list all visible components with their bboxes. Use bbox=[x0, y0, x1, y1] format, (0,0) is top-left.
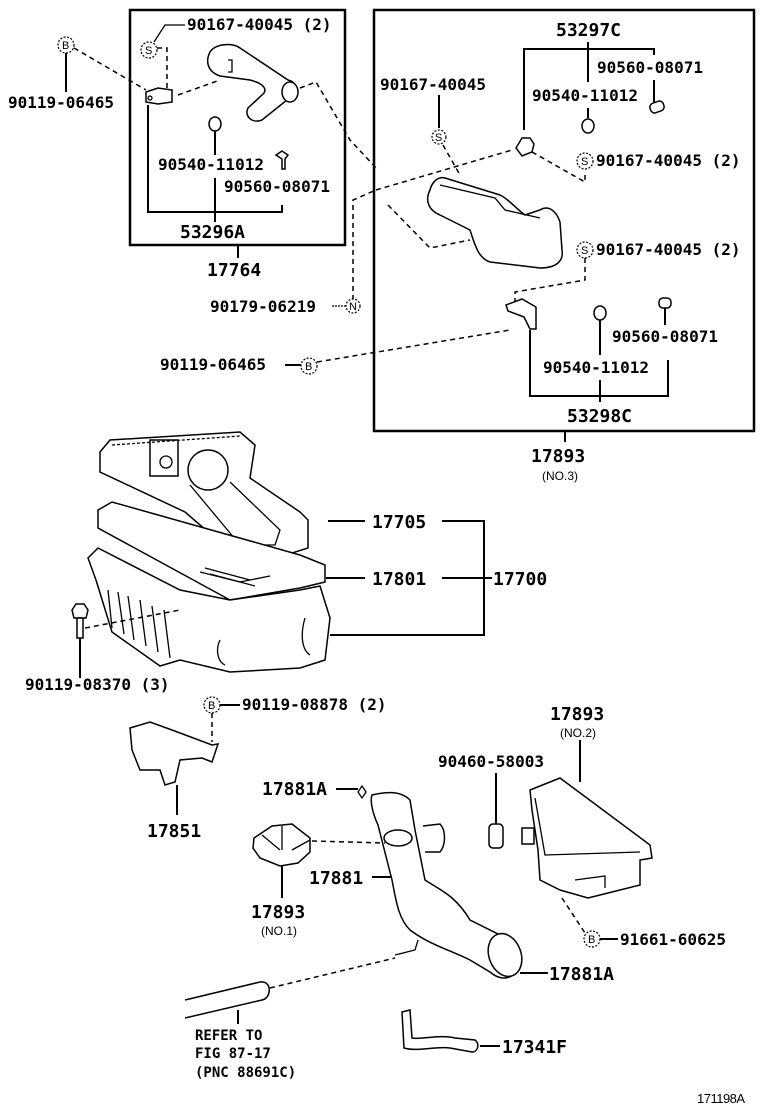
vacuum-hose-part bbox=[401, 1009, 479, 1053]
bolt-symbol: B bbox=[583, 930, 601, 948]
note-no1: (NO.1) bbox=[261, 924, 297, 938]
label-90167-40045-left[interactable]: 90167-40045 bbox=[380, 75, 486, 94]
label-90560-08071-lower[interactable]: 90560-08071 bbox=[612, 327, 718, 346]
label-90167-40045-2-b[interactable]: 90167-40045 (2) bbox=[596, 240, 741, 259]
grommet-part bbox=[208, 116, 222, 132]
resonator-no3-part bbox=[427, 176, 563, 269]
label-17801[interactable]: 17801 bbox=[372, 569, 426, 590]
bolt-symbol: B bbox=[203, 696, 221, 714]
grommet-part-lower bbox=[593, 305, 607, 321]
label-53296A[interactable]: 53296A bbox=[180, 222, 245, 243]
label-90540-11012[interactable]: 90540-11012 bbox=[158, 155, 264, 174]
label-91661-60625[interactable]: 91661-60625 bbox=[620, 930, 726, 949]
screw-symbol: S bbox=[140, 41, 158, 59]
nut-symbol: N bbox=[345, 298, 361, 314]
svg-text:S: S bbox=[581, 156, 588, 168]
svg-text:S: S bbox=[435, 132, 442, 144]
screw-symbol: S bbox=[576, 241, 594, 259]
label-53297C[interactable]: 53297C bbox=[556, 20, 621, 41]
label-17700[interactable]: 17700 bbox=[493, 569, 547, 590]
bolt-part bbox=[71, 603, 89, 639]
svg-text:S: S bbox=[581, 245, 588, 257]
label-17764[interactable]: 17764 bbox=[207, 260, 261, 281]
note-no3: (NO.3) bbox=[542, 469, 578, 483]
label-53298C[interactable]: 53298C bbox=[567, 406, 632, 427]
svg-text:B: B bbox=[588, 934, 595, 946]
svg-text:B: B bbox=[62, 40, 69, 52]
label-17881A-upper[interactable]: 17881A bbox=[262, 779, 327, 800]
resonator-no2-part bbox=[521, 777, 653, 899]
label-17705[interactable]: 17705 bbox=[372, 512, 426, 533]
grommet-part-upper bbox=[581, 118, 595, 134]
label-17893-no2[interactable]: 17893 bbox=[550, 704, 604, 725]
grommet-part-intake bbox=[488, 823, 504, 849]
clamp-upper-part bbox=[357, 784, 367, 800]
ref-note-line3: (PNC 88691C) bbox=[195, 1065, 296, 1081]
label-90119-06465[interactable]: 90119-06465 bbox=[8, 93, 114, 112]
label-17341F[interactable]: 17341F bbox=[502, 1037, 567, 1058]
label-90179-06219[interactable]: 90179-06219 bbox=[210, 297, 316, 316]
ref-note-line1: REFER TO bbox=[195, 1028, 262, 1044]
svg-text:B: B bbox=[305, 361, 312, 373]
collar-part bbox=[274, 150, 290, 170]
label-90119-06465-b[interactable]: 90119-06465 bbox=[160, 355, 266, 374]
figure-code: 171198A bbox=[697, 1091, 745, 1106]
ref-note-line2: FIG 87-17 bbox=[195, 1046, 271, 1062]
reference-hose-part bbox=[184, 981, 270, 1019]
label-90560-08071[interactable]: 90560-08071 bbox=[224, 177, 330, 196]
label-17893-no1[interactable]: 17893 bbox=[251, 902, 305, 923]
bracket-part bbox=[145, 87, 173, 105]
label-90560-08071-upper[interactable]: 90560-08071 bbox=[597, 58, 703, 77]
svg-text:B: B bbox=[208, 700, 215, 712]
group-box-17764 bbox=[128, 8, 347, 247]
note-no2: (NO.2) bbox=[560, 726, 596, 740]
bolt-symbol: B bbox=[57, 36, 75, 54]
bracket-17851-part bbox=[129, 721, 220, 786]
label-90119-08878-2[interactable]: 90119-08878 (2) bbox=[242, 695, 387, 714]
label-90167-40045-2-a[interactable]: 90167-40045 (2) bbox=[596, 151, 741, 170]
inlet-duct-part bbox=[207, 43, 299, 122]
bracket-part-lower bbox=[505, 298, 537, 330]
screw-symbol: S bbox=[431, 129, 447, 145]
screw-symbol: S bbox=[576, 152, 594, 170]
label-90167-40045-2[interactable]: 90167-40045 (2) bbox=[187, 15, 332, 34]
svg-text:N: N bbox=[349, 301, 357, 313]
label-90540-11012-upper[interactable]: 90540-11012 bbox=[532, 86, 638, 105]
collar-part-upper bbox=[649, 100, 665, 114]
label-90460-58003[interactable]: 90460-58003 bbox=[438, 752, 544, 771]
label-90119-08370-3[interactable]: 90119-08370 (3) bbox=[25, 675, 170, 694]
bolt-symbol: B bbox=[300, 357, 318, 375]
label-17851[interactable]: 17851 bbox=[147, 821, 201, 842]
intake-hose-part bbox=[370, 791, 523, 979]
air-cleaner-part bbox=[87, 431, 331, 673]
label-17881[interactable]: 17881 bbox=[309, 868, 363, 889]
label-17893-no3[interactable]: 17893 bbox=[531, 446, 585, 467]
collar-part-lower bbox=[658, 297, 672, 309]
svg-text:S: S bbox=[145, 45, 152, 57]
label-90540-11012-lower[interactable]: 90540-11012 bbox=[543, 358, 649, 377]
bracket-part-upper bbox=[515, 137, 535, 157]
label-17881A-lower[interactable]: 17881A bbox=[549, 964, 614, 985]
